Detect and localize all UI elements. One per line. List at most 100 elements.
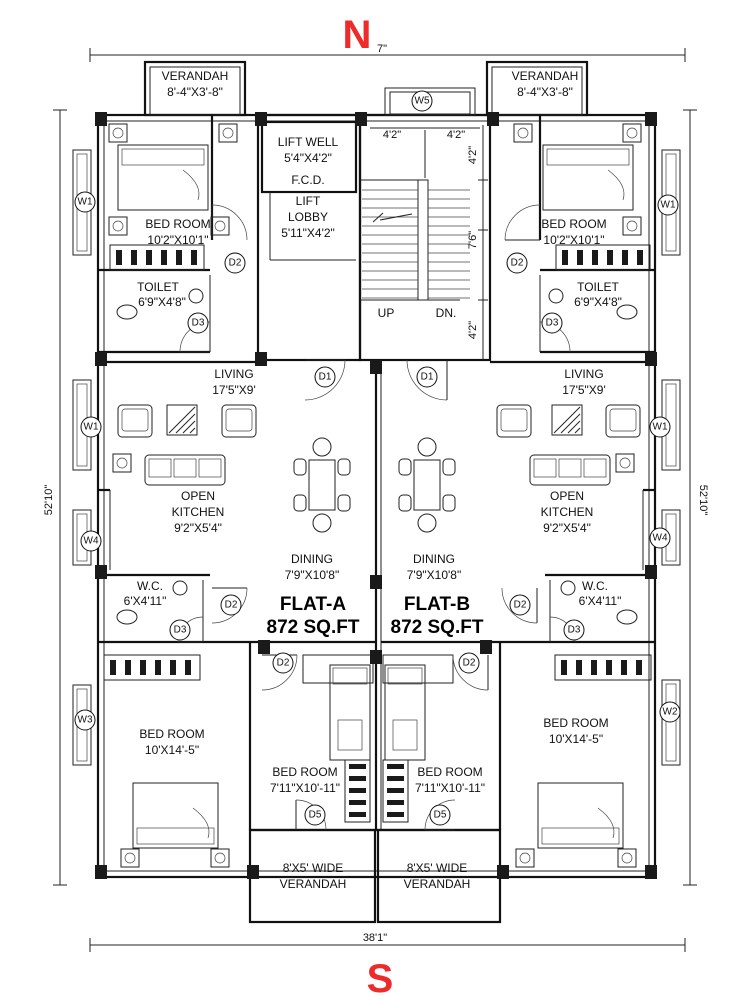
armchair-seat xyxy=(225,408,253,432)
cabinet-slats xyxy=(110,250,643,817)
cabinet-slat xyxy=(636,660,642,675)
svg-text:D1: D1 xyxy=(421,372,434,383)
sofa-cushion xyxy=(148,458,172,478)
tag-d2-bed3-b: D2 xyxy=(458,652,480,674)
armchair xyxy=(605,404,641,438)
svg-text:D3: D3 xyxy=(546,318,559,329)
flat-b-kitchen-label-2: KITCHEN xyxy=(541,505,594,519)
hatch xyxy=(182,420,196,434)
lamp xyxy=(621,852,633,864)
stair-dim-1: 4'2" xyxy=(383,129,401,141)
hatch xyxy=(567,420,581,434)
cabinet-slat xyxy=(191,250,197,265)
side-table xyxy=(617,848,637,868)
cabinet-slat xyxy=(621,660,627,675)
bed-sheet xyxy=(337,719,363,751)
side-table xyxy=(622,123,642,143)
flat-a-living-dims: 17'5"X9' xyxy=(212,383,256,397)
door-swing xyxy=(504,204,541,241)
door-swing xyxy=(452,654,489,691)
flat-a-verandah-dims: 8'-4"X3'-8" xyxy=(167,85,223,99)
lift-lobby-dims: 5'11"X4'2" xyxy=(281,226,335,240)
flat-a-dining-dims: 7'9"X10'8" xyxy=(285,568,339,582)
side-table xyxy=(210,848,230,868)
svg-text:D2: D2 xyxy=(511,258,524,269)
dining-table xyxy=(413,459,441,511)
column xyxy=(95,565,107,579)
cabinet-slat xyxy=(349,812,366,817)
column xyxy=(370,360,382,374)
tag-d1-a: D1 xyxy=(314,366,336,388)
pillow xyxy=(546,148,630,166)
south-label: S xyxy=(367,957,394,1000)
lamp xyxy=(519,852,531,864)
cabinet-slat xyxy=(349,764,366,769)
stair-dn-label: DN. xyxy=(436,306,457,320)
flat-b-kitchen-label-1: OPEN xyxy=(550,489,584,503)
svg-text:D2: D2 xyxy=(514,600,527,611)
flat-b-bedroom1-label: BED ROOM xyxy=(541,217,606,231)
column xyxy=(497,865,509,879)
svg-text:W1: W1 xyxy=(653,422,668,433)
cabinet-slat xyxy=(637,250,643,265)
door-swing xyxy=(211,204,248,241)
flat-a-bedroom1-label: BED ROOM xyxy=(145,217,210,231)
side-table xyxy=(108,123,128,143)
svg-text:D5: D5 xyxy=(309,810,322,821)
cabinet-slat xyxy=(110,660,116,675)
svg-text:D2: D2 xyxy=(463,658,476,669)
coffee-table xyxy=(166,404,198,436)
column xyxy=(645,865,657,879)
flat-b-wc-dims: 6'X4'11" xyxy=(579,594,622,608)
svg-text:D2: D2 xyxy=(225,600,238,611)
sofa-cushion xyxy=(198,458,222,478)
hatch xyxy=(560,413,581,434)
dining-chair xyxy=(398,494,412,512)
window-frame xyxy=(661,679,681,766)
dining-chair xyxy=(398,458,412,476)
cabinet-slat xyxy=(606,660,612,675)
tag-d2-bed1-a: D2 xyxy=(224,252,246,274)
door-swing xyxy=(261,654,298,691)
hatch xyxy=(574,427,581,434)
tag-d2-wc-a: D2 xyxy=(220,594,242,616)
side-table xyxy=(108,216,128,236)
lamp xyxy=(222,127,234,139)
washbasin xyxy=(172,580,188,596)
svg-text:W3: W3 xyxy=(78,715,93,726)
dining-chair xyxy=(293,494,307,512)
flat-a-bedroom3-dims: 7'11"X10'-11" xyxy=(270,781,340,795)
lamp xyxy=(124,852,136,864)
flat-a-kitchen-dims: 9'2"X5'4" xyxy=(174,521,222,535)
svg-text:W4: W4 xyxy=(84,536,99,547)
hatch xyxy=(553,406,581,434)
flat-b-living-label: LIVING xyxy=(564,367,603,381)
bottom-dimension: 38'1" xyxy=(363,932,387,944)
svg-text:W1: W1 xyxy=(84,422,99,433)
tag-d3-wc-a: D3 xyxy=(169,619,191,641)
flat-b-bedroom3-dims: 7'11"X10'-11" xyxy=(415,781,485,795)
bed xyxy=(132,782,219,849)
flat-a-area: 872 SQ.FT xyxy=(267,617,360,638)
washbasin xyxy=(548,288,564,304)
tag-w1-bed-a: W1 xyxy=(74,191,96,213)
cabinet-slat xyxy=(562,250,568,265)
tag-d2-bed1-b: D2 xyxy=(506,252,528,274)
flat-b-toilet-dims: 6'9"X4'8" xyxy=(574,295,622,309)
bed-sheet xyxy=(607,169,625,201)
flat-a-verandah2-label-1: 8'X5' WIDE xyxy=(283,861,344,875)
column xyxy=(487,112,499,126)
sofa-cushion xyxy=(533,458,557,478)
column xyxy=(480,640,492,654)
pillow xyxy=(541,827,620,845)
bed-sheet xyxy=(597,807,615,839)
svg-text:D2: D2 xyxy=(277,658,290,669)
svg-text:D1: D1 xyxy=(319,372,332,383)
dining-chair xyxy=(417,437,437,457)
window-pane xyxy=(665,683,677,762)
flat-a-bedroom2-dims: 10'X14'-5" xyxy=(145,743,199,757)
column xyxy=(247,865,259,879)
toilet-bowl xyxy=(616,304,638,320)
bed-sheet xyxy=(182,169,200,201)
hatch xyxy=(189,427,196,434)
